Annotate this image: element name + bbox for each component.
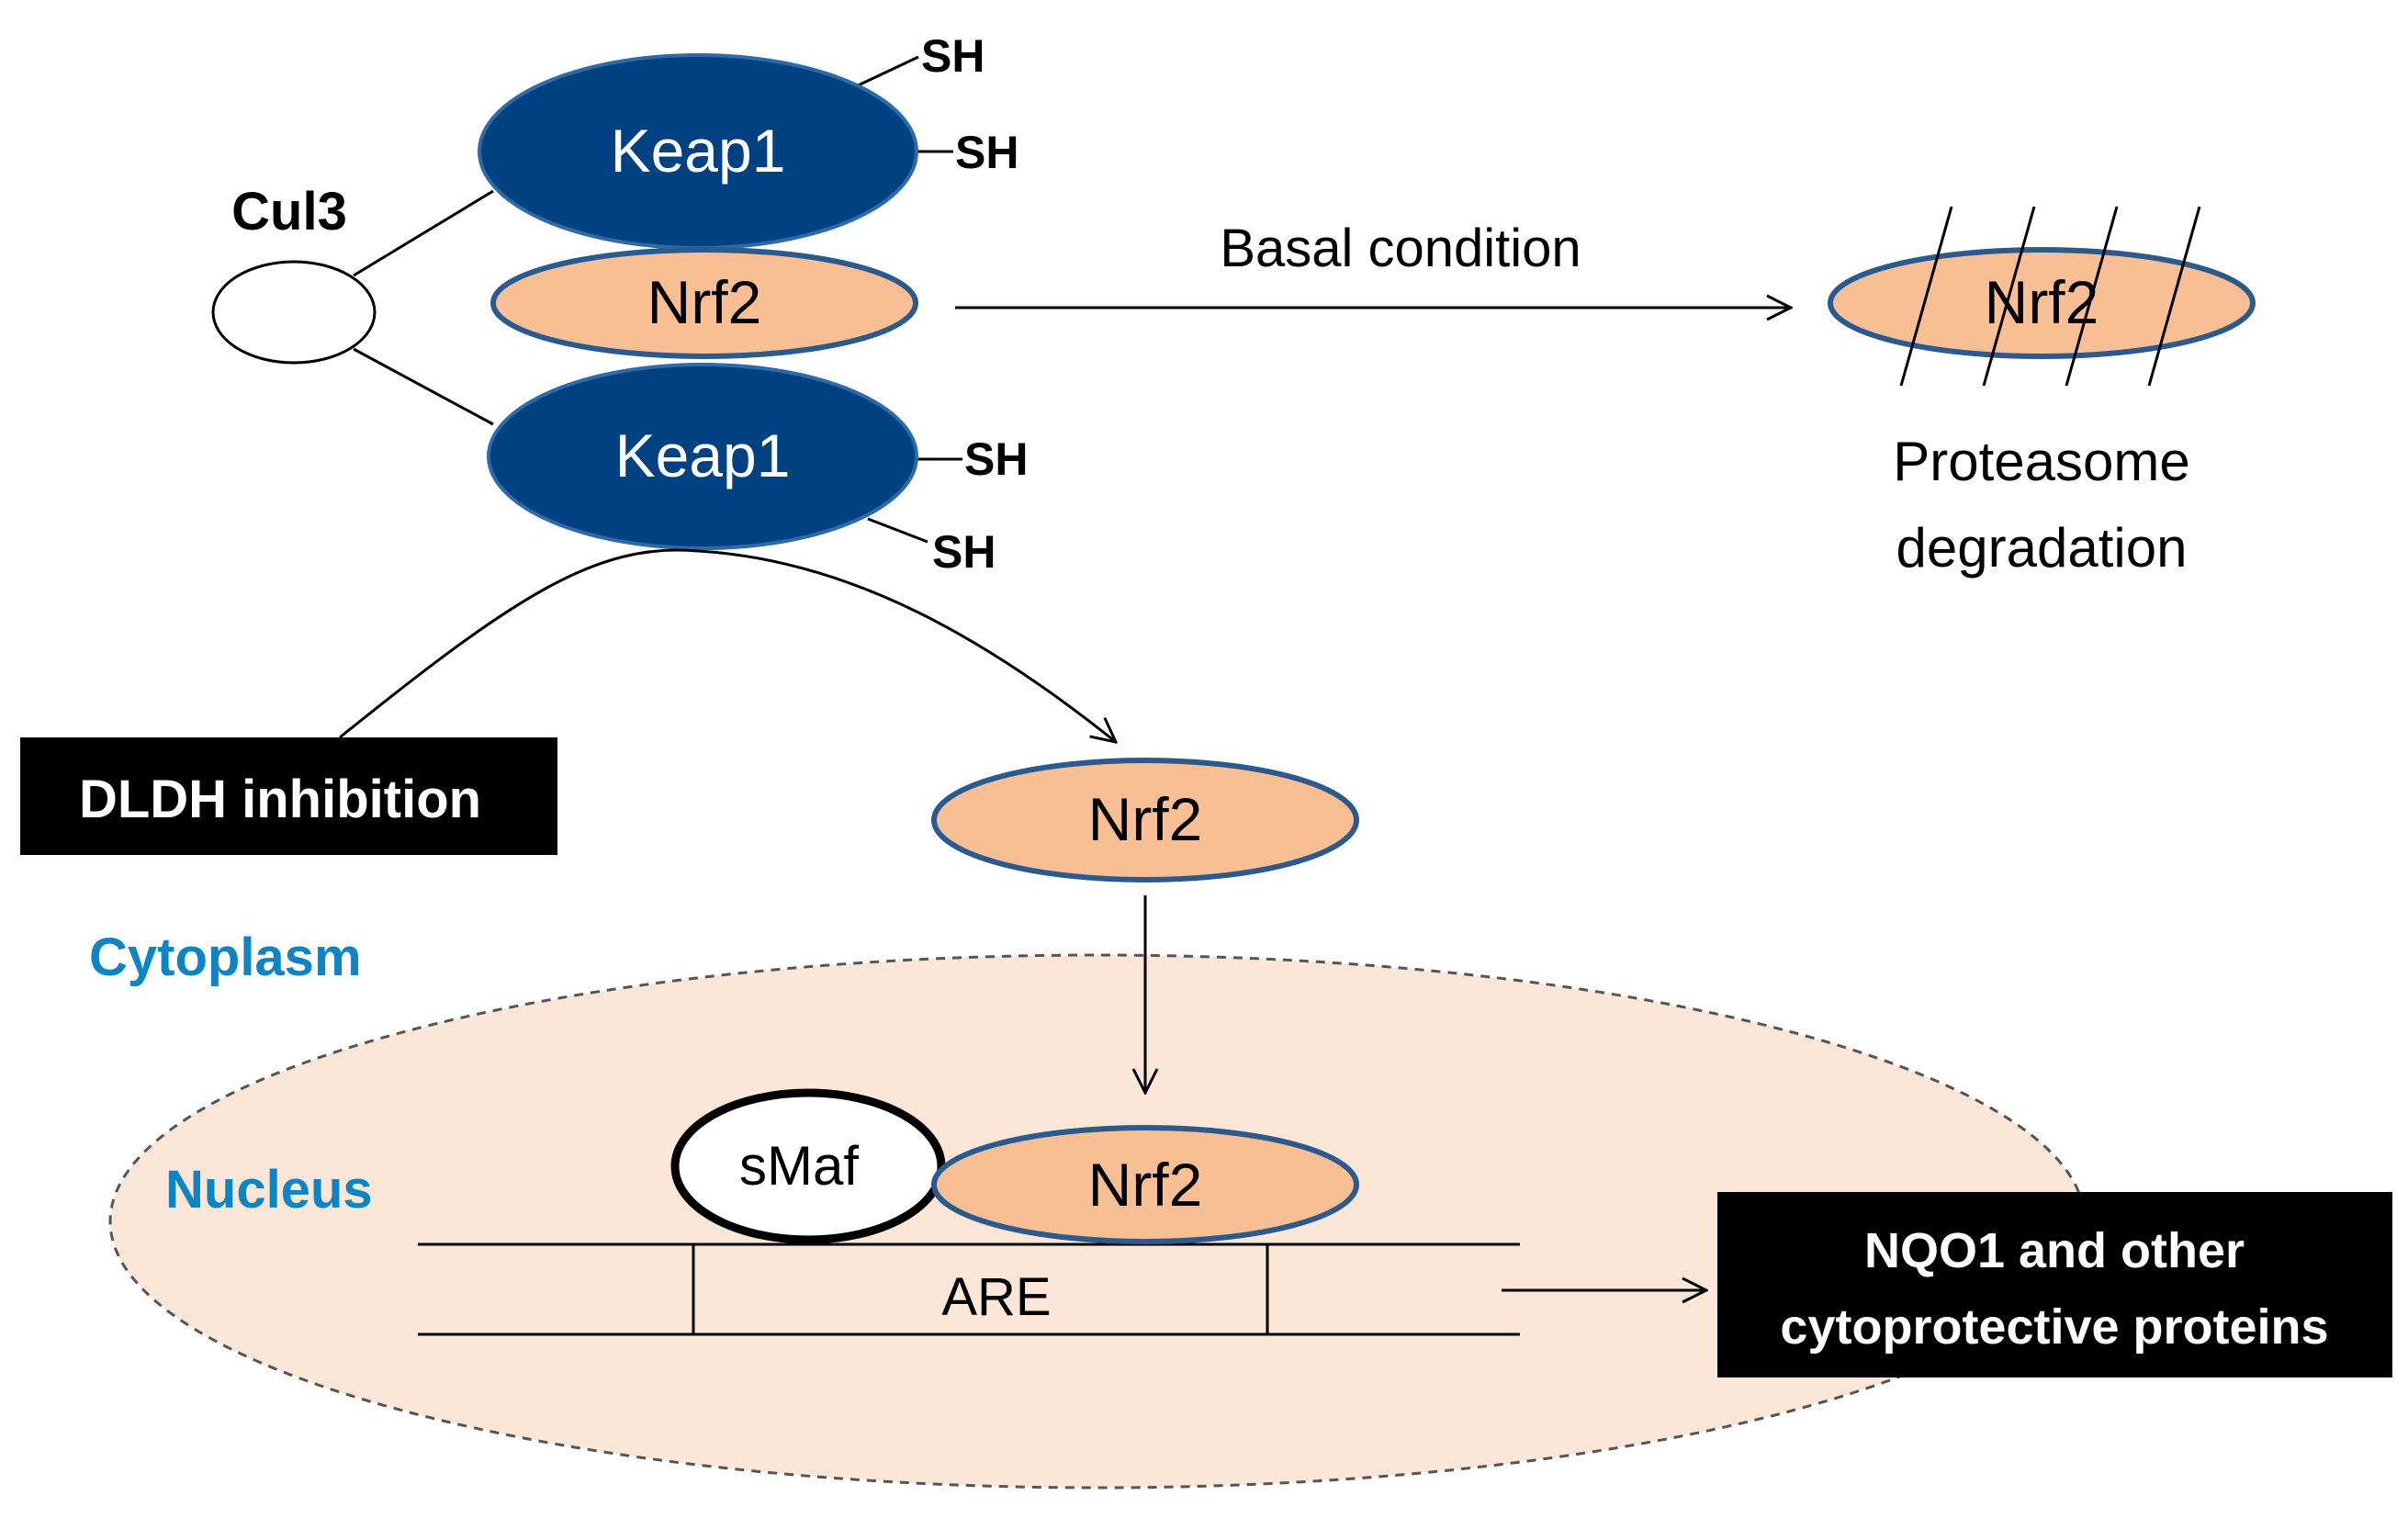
nrf2-nuclear-node <box>931 1125 1359 1244</box>
nucleus-label: Nucleus <box>165 1160 373 1220</box>
keap1-bottom-node <box>487 363 918 550</box>
keap1-bottom-label: Keap1 <box>615 422 791 489</box>
sh-tail-4 <box>867 517 928 544</box>
proteasome-label-line2: degradation <box>1896 517 2188 579</box>
are-dna-element <box>418 1243 1520 1336</box>
nrf2-complex-node <box>490 247 918 359</box>
cul3-label: Cul3 <box>231 182 347 242</box>
nrf2-free-node <box>931 758 1359 883</box>
sh-tail-1 <box>853 55 919 89</box>
cul3-connector-bottom <box>353 347 494 426</box>
dldh-inhibition-box <box>20 737 557 855</box>
nrf2-free-label: Nrf2 <box>1088 785 1203 853</box>
nrf2-complex-label: Nrf2 <box>647 268 762 336</box>
sh-label-4: SH <box>932 526 996 578</box>
nrf2-nuclear-label: Nrf2 <box>1088 1151 1203 1219</box>
basal-condition-label: Basal condition <box>1220 219 1581 278</box>
output-box <box>1717 1192 2392 1377</box>
sh-label-1: SH <box>921 30 985 82</box>
dldh-inhibition-label: DLDH inhibition <box>79 770 481 829</box>
sh-label-3: SH <box>964 433 1028 485</box>
keap1-top-label: Keap1 <box>611 117 786 185</box>
proteasome-label-line1: Proteasome <box>1893 431 2190 492</box>
cytoplasm-label: Cytoplasm <box>89 928 362 987</box>
output-label-line1: NQO1 and other <box>1864 1223 2245 1278</box>
smaf-label: sMaf <box>739 1135 859 1197</box>
nrf2-degraded-node <box>1828 247 2256 359</box>
sh-label-2: SH <box>955 127 1018 178</box>
output-label-line2: cytoprotective proteins <box>1780 1299 2328 1355</box>
cul3-connector-top <box>353 189 494 277</box>
are-label: ARE <box>941 1267 1051 1327</box>
dldh-release-arrow <box>339 548 1116 742</box>
nrf2-degraded-label: Nrf2 <box>1985 268 2099 336</box>
cul3-node <box>211 260 377 365</box>
degradation-slashes <box>1899 206 2201 387</box>
